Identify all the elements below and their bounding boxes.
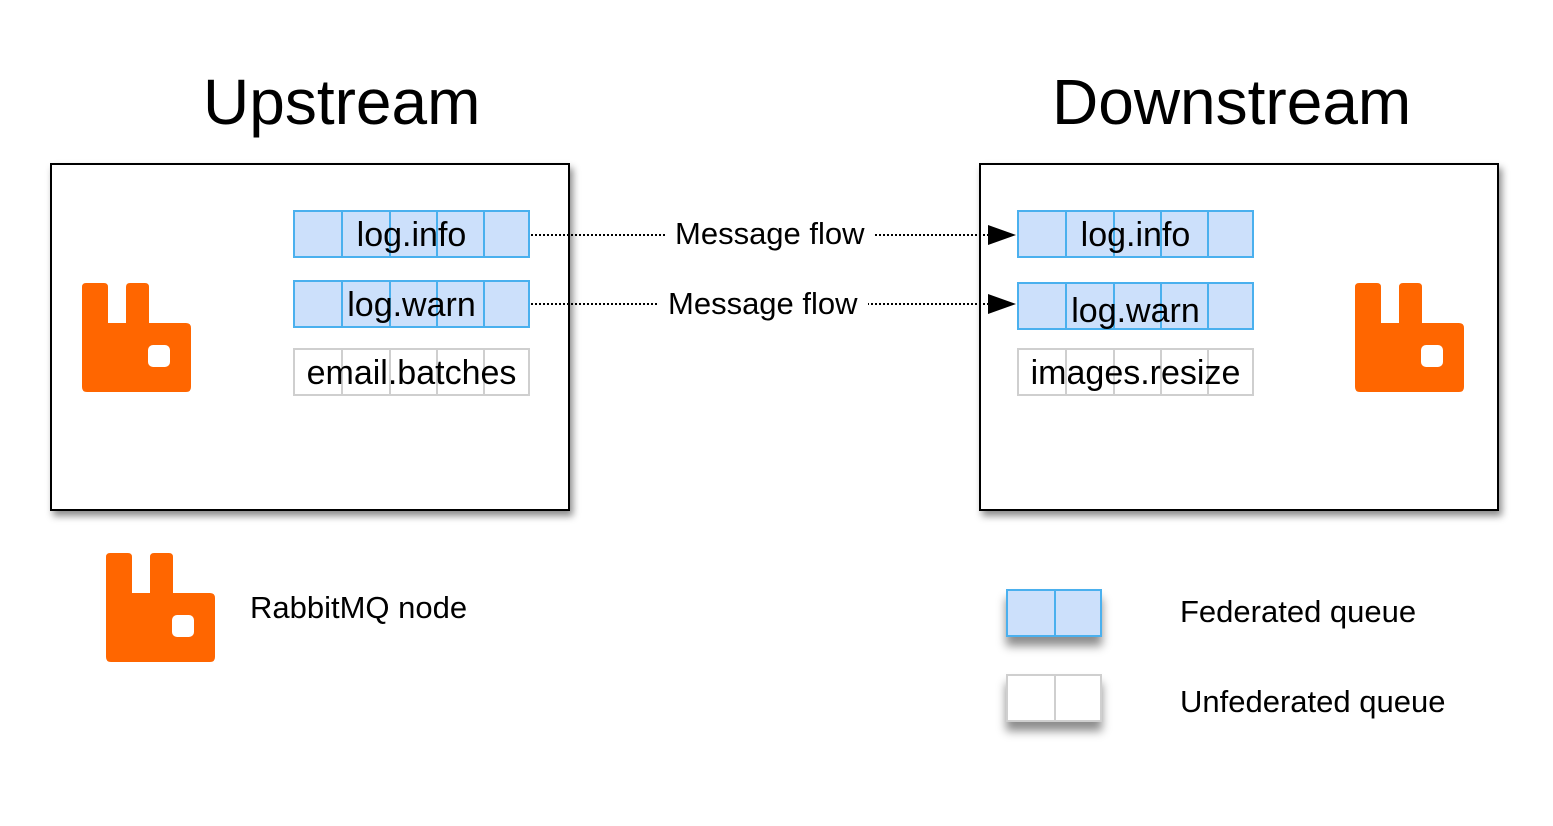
legend-unfederated-label: Unfederated queue	[1180, 684, 1446, 719]
queue-label: log.warn	[347, 286, 476, 324]
downstream-queue: images.resize	[1017, 348, 1254, 396]
legend-federated-label: Federated queue	[1180, 594, 1417, 629]
legend-node-label: RabbitMQ node	[250, 590, 468, 625]
rabbitmq-logo-icon	[106, 553, 215, 662]
legend-federated-swatch	[1006, 589, 1102, 637]
downstream-queue: log.info	[1017, 210, 1254, 258]
arrow-head-icon	[988, 294, 1016, 314]
queue-label: log.warn	[1071, 292, 1200, 330]
upstream-queue: log.info	[293, 210, 530, 258]
message-flow-label: Message flow	[665, 216, 875, 252]
queue-label: log.info	[1080, 216, 1191, 254]
rabbitmq-logo-icon	[82, 283, 191, 392]
upstream-queue: email.batches	[293, 348, 530, 396]
message-flow-label: Message flow	[658, 286, 868, 322]
upstream-queue: log.warn	[293, 280, 530, 328]
legend-unfederated-swatch	[1006, 674, 1102, 722]
upstream-title: Upstream	[203, 66, 481, 138]
rabbitmq-logo-icon	[1355, 283, 1464, 392]
downstream-queue: log.warn	[1017, 282, 1254, 330]
queue-label: log.info	[356, 216, 467, 254]
downstream-title: Downstream	[1052, 66, 1412, 138]
queue-label: images.resize	[1030, 354, 1241, 392]
arrow-head-icon	[988, 225, 1016, 245]
queue-label: email.batches	[306, 354, 517, 392]
